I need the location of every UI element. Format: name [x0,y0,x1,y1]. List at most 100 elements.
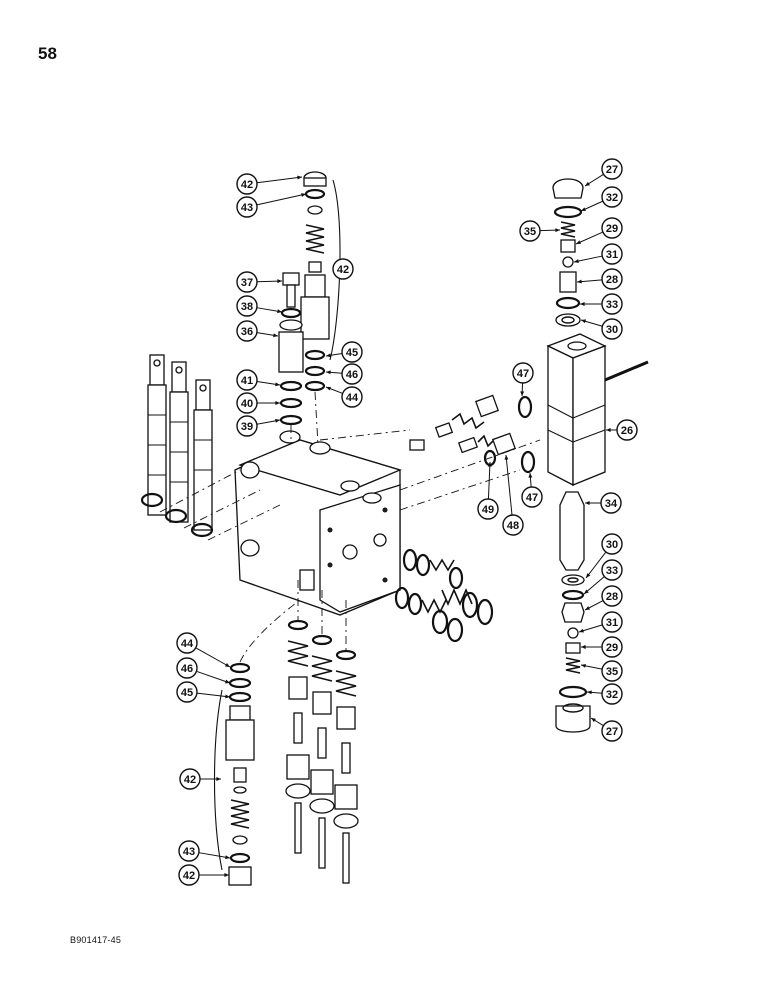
callout-39: 39 [236,415,281,437]
callout-arrowhead [273,333,278,338]
callout-37: 37 [236,271,283,293]
callout-arrowhead [326,353,331,358]
callout-arrowhead [216,777,221,781]
callout-42: 42 [332,258,354,280]
callout-49: 49 [477,461,499,520]
page-number: 58 [38,44,57,63]
callout-circle [601,660,623,682]
callout-arrowhead [301,193,306,197]
callout-label: 34 [605,498,618,510]
callout-leader [256,176,303,184]
callout-40: 40 [236,392,280,414]
right-cartridge-assembly [546,178,649,733]
callout-circle [236,295,258,317]
callout-leader [487,461,491,500]
callout-circle [178,864,200,886]
callout-label: 41 [241,375,253,387]
callout-label: 42 [184,774,196,786]
callout-label: 47 [526,492,538,504]
callout-circle [616,419,638,441]
callout-leader [196,670,231,684]
callout-arrowhead [579,628,584,633]
callout-leader [256,193,307,206]
callout-circle [236,392,258,414]
callout-arrowhead [585,181,590,186]
callout-circle [601,318,623,340]
callout-36: 36 [236,320,279,342]
callout-circle [512,362,534,384]
callout-arrowhead [581,207,586,211]
callout-42: 42 [236,173,303,195]
lower-relief-valve-stack [213,599,301,886]
callout-arrowhead [584,589,589,594]
spool-group [140,354,281,541]
check-valve-parts [319,394,541,511]
callout-arrowhead [591,718,596,723]
callout-47: 47 [512,362,534,397]
callout-arrowhead [297,175,302,180]
callout-circle [601,611,623,633]
callout-arrowhead [581,645,586,649]
callout-label: 44 [181,638,194,650]
callout-leader [575,231,604,245]
callout-43: 43 [178,840,231,862]
callout-arrowhead [581,663,586,668]
callout-circle [477,498,499,520]
callout-leader [195,647,231,668]
callout-label: 42 [337,264,349,276]
callout-circle [178,840,200,862]
callout-arrowhead [574,259,579,263]
callout-circle [600,492,622,514]
callout-arrowhead [275,418,280,423]
callout-42: 42 [179,768,221,790]
callout-circle [236,369,258,391]
callout-label: 29 [606,223,618,235]
callout-leader [573,255,603,263]
callout-circle [176,681,198,703]
callout-circle [601,533,623,555]
callout-arrowhead [585,606,590,610]
callout-label: 44 [346,392,359,404]
callout-label: 38 [241,301,253,313]
callout-leader [585,551,607,579]
callout-arrowhead [586,573,591,578]
callout-arrowhead [275,382,280,387]
callout-arrowhead [555,228,560,233]
callout-label: 40 [241,398,253,410]
callout-label: 37 [241,277,253,289]
callout-arrowhead [225,663,230,667]
callout-leader [198,852,231,859]
callout-label: 46 [346,369,358,381]
callout-label: 49 [482,504,494,516]
callout-circle [236,415,258,437]
callout-arrowhead [580,302,585,306]
side-seal-bank [394,548,494,643]
callout-29: 29 [575,217,623,245]
callout-circle [601,559,623,581]
callout-43: 43 [236,193,307,218]
callout-circle [179,768,201,790]
callout-label: 47 [517,368,529,380]
callout-label: 35 [524,226,536,238]
callout-arrowhead [225,679,230,684]
callout-28: 28 [584,585,623,611]
callout-label: 33 [606,299,618,311]
callout-arrowhead [277,309,282,314]
callout-35: 35 [580,660,623,682]
callout-circle [521,486,543,508]
callout-arrowhead [581,319,586,324]
callout-circle [176,657,198,679]
callout-arrowhead [224,873,229,877]
callout-arrowhead [585,501,590,505]
callout-circle [236,271,258,293]
callout-27: 27 [590,717,623,742]
callout-leader [505,454,513,516]
callout-label: 31 [606,249,618,261]
callout-label: 27 [606,726,618,738]
callout-circle [601,186,623,208]
top-relief-valve-stack [300,171,341,361]
callout-label: 30 [606,324,618,336]
fitting-stack [278,272,326,446]
callout-30: 30 [585,533,623,579]
callout-circle [176,632,198,654]
